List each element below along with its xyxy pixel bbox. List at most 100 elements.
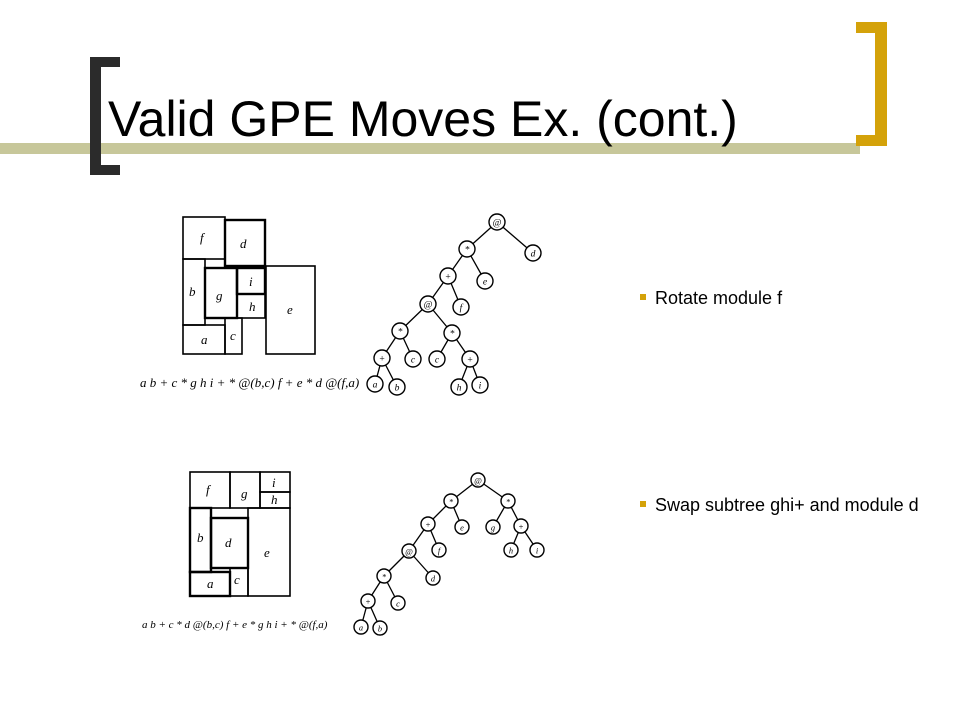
tree-node-label: @ [405,548,413,557]
tree-node [401,543,417,559]
tree-node [376,568,392,584]
bottom-floorplan [188,471,291,598]
module-label: i [249,274,253,289]
module-label: g [216,288,223,303]
module-label: b [189,284,196,299]
tree-node [388,378,406,396]
tree-node-label: a [359,624,363,633]
module-rect [247,507,291,597]
tree-node-label: c [411,355,416,366]
tree-node-label: h [457,383,462,394]
tree-node-label: d [431,575,436,584]
tree-node-label: * [506,498,511,507]
tree-node [461,350,479,368]
tree-node-label: e [460,524,464,533]
tree-node [428,350,446,368]
top-polish-expression: a b + c * g h i + * @(b,c) f + e * d @(f… [140,375,359,390]
tree-node-label: * [450,329,455,340]
module-rect [182,216,226,260]
tree-node-label: f [460,303,464,314]
tree-node-label: i [479,381,482,392]
left-bracket-top [90,57,120,67]
tree-node [372,620,388,636]
tree-node [500,493,516,509]
module-label: e [264,545,270,560]
module-label: h [271,492,278,507]
tree-node-label: h [509,547,513,556]
module-label: a [201,332,208,347]
module-label: c [234,572,240,587]
tree-node [420,516,436,532]
module-label: c [230,328,236,343]
right-bracket-top [856,22,887,33]
left-bracket [90,57,101,175]
tree-node [524,244,542,262]
tree-node-label: g [491,524,495,533]
module-rect [229,567,249,597]
tree-node [404,350,422,368]
tree-node [425,570,441,586]
left-bracket-bottom [90,165,120,175]
module-label: e [287,302,293,317]
tree-node [360,593,376,609]
slide-title: Valid GPE Moves Ex. (cont.) [108,91,738,147]
tree-node-label: * [398,327,403,338]
tree-node [450,378,468,396]
top-floorplan [182,216,316,355]
tree-node [485,519,501,535]
tree-node [391,322,409,340]
module-rect [189,471,231,509]
module-rect [265,265,316,355]
module-rect [223,218,267,268]
tree-node-label: * [449,498,454,507]
tree-node [454,519,470,535]
tree-node-label: * [465,245,470,256]
module-rect [236,293,266,319]
tree-node [529,542,545,558]
title-underline-bar [0,143,860,154]
bullet-text: Swap subtree ghi+ and module d [655,495,919,515]
tree-node-label: d [531,249,536,260]
tree-node-label: b [378,625,382,634]
bullet-rotate: Rotate module f [640,283,782,313]
module-label: f [206,482,212,497]
bottom-module-labels: f g i h b d e a c [197,475,278,591]
module-label: b [197,530,204,545]
right-bracket-bottom [856,135,887,146]
tree-node [419,295,437,313]
tree-node [471,376,489,394]
tree-node [513,518,529,534]
tree-node [366,375,384,393]
tree-node-label: + [425,521,431,530]
tree-node-label: i [536,547,539,556]
tree-node [431,542,447,558]
bullet-square-icon [640,501,646,508]
tree-node [503,542,519,558]
tree-node-label: + [445,272,451,283]
tree-node-label: + [379,354,385,365]
tree-node-label: * [382,573,387,582]
tree-node-label: c [396,600,400,609]
tree-node [443,324,461,342]
tree-node-label: e [483,277,488,288]
tree-node [476,272,494,290]
module-label: d [240,236,247,251]
bullet-swap: Swap subtree ghi+ and module d [640,490,930,520]
tree-node [452,298,470,316]
tree-node [353,619,369,635]
tree-node-label: c [435,355,440,366]
tree-node-label: a [373,380,378,391]
tree-node-label: f [438,547,442,556]
tree-node-label: @ [474,477,482,486]
module-rect [224,317,243,355]
right-bracket [875,22,887,146]
tree-node [390,595,406,611]
tree-node-label: + [365,598,371,607]
tree-node [443,493,459,509]
tree-node-label: + [467,355,473,366]
module-label: h [249,299,256,314]
module-label: g [241,486,248,501]
module-label: d [225,535,232,550]
